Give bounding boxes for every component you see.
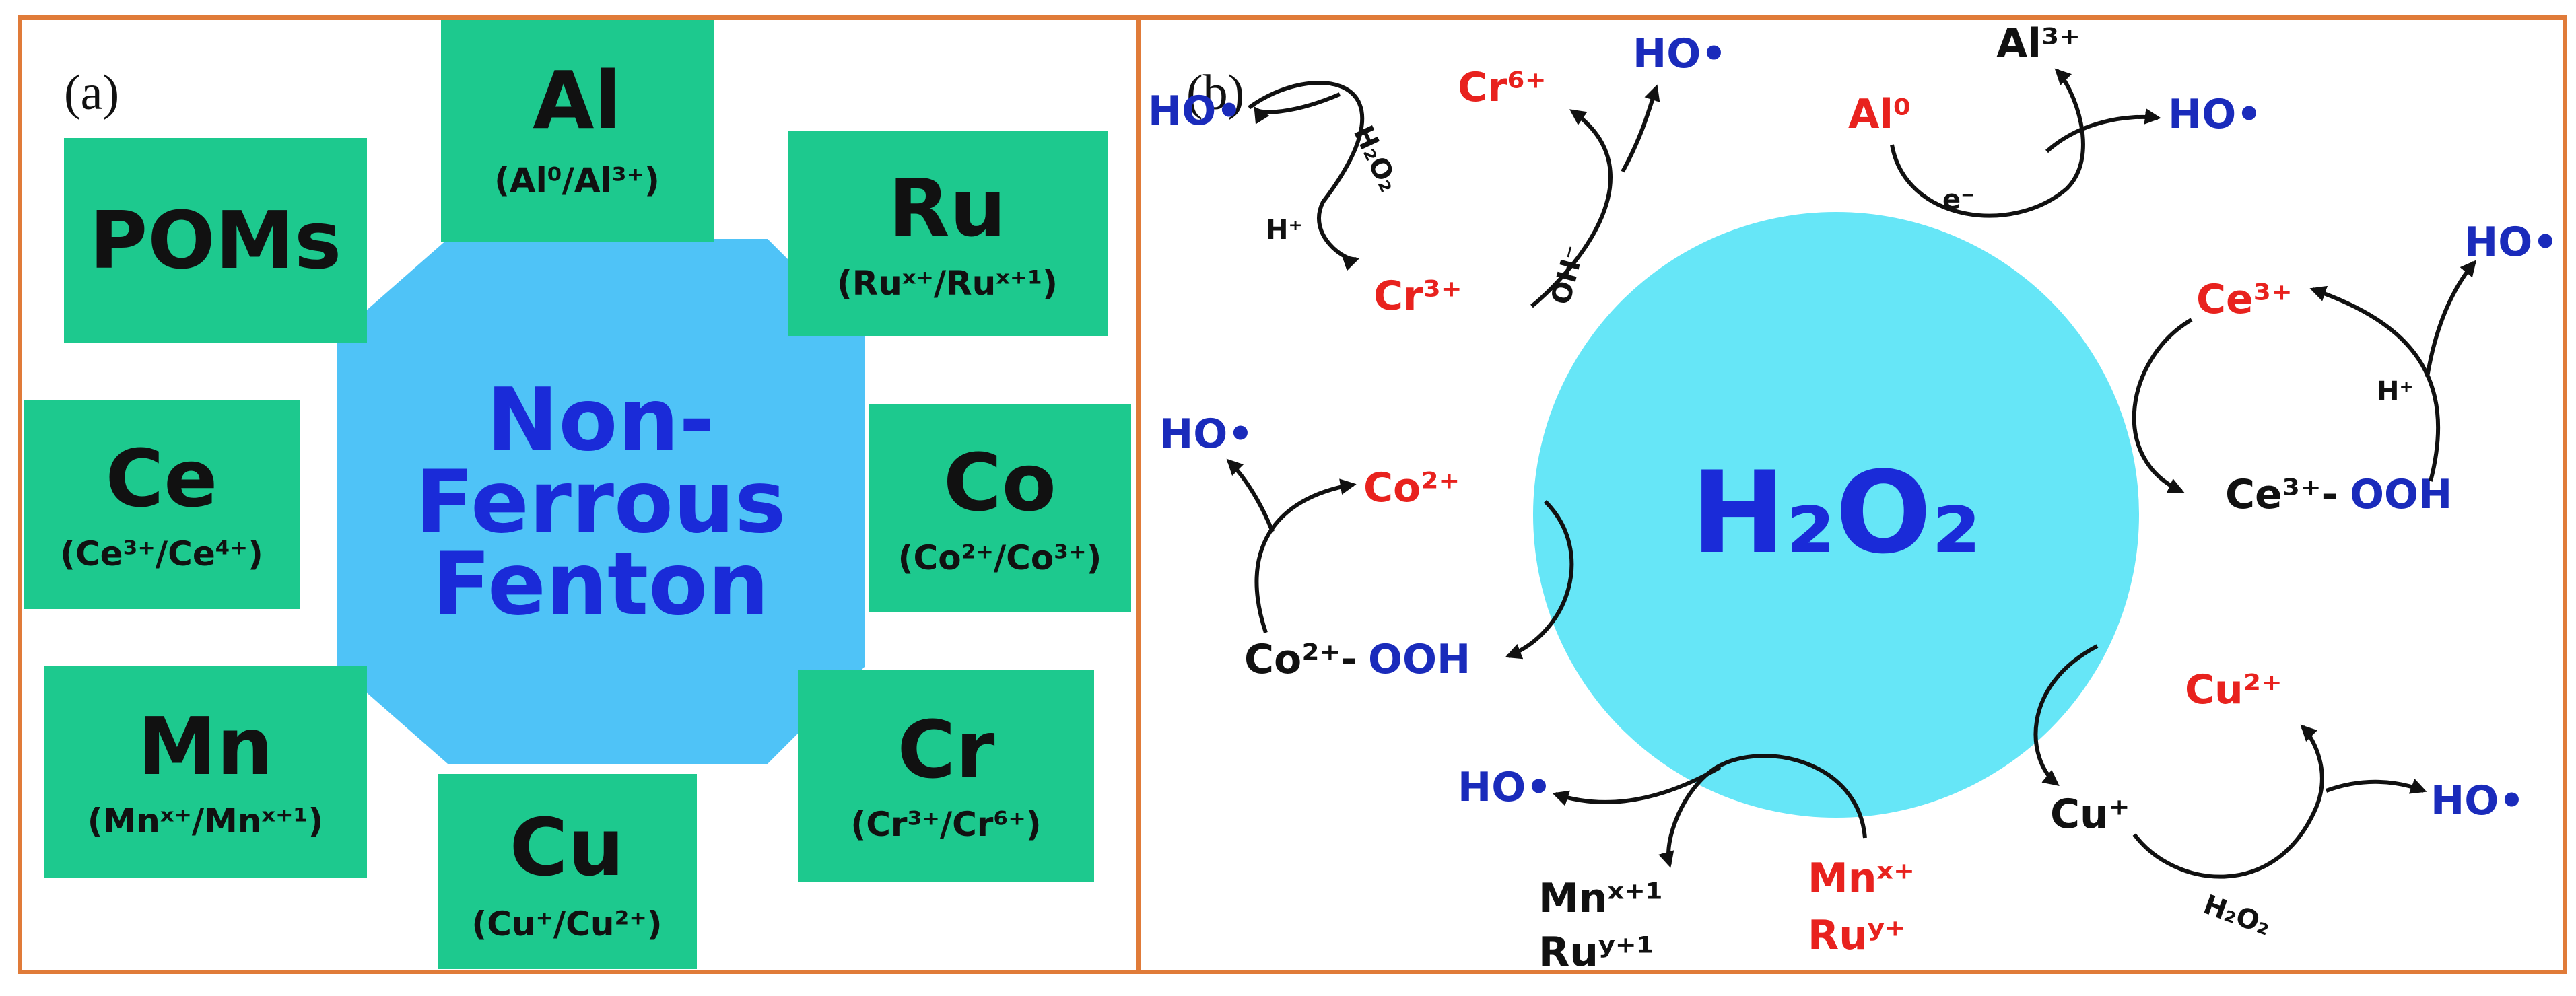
tile-cr-couple: (Cr³⁺/Cr⁶⁺) <box>850 805 1041 844</box>
panel-b-label: (b) <box>1186 65 1244 120</box>
ce-peroxo-arrow <box>2132 318 2193 493</box>
tile-ce: Ce (Ce³⁺/Ce⁴⁺) <box>24 400 300 609</box>
center-line-1: Non- <box>486 370 714 470</box>
mn-ho-label: HO• <box>1458 764 1552 811</box>
mn-oxidation-arrow <box>1658 754 1867 868</box>
co2-ooh-metal-label: Co²⁺- <box>1244 636 1357 683</box>
h2o2-circle <box>1533 212 2139 818</box>
copper-cycle: Cu²⁺ Cu⁺ HO• H₂O₂ <box>2033 644 2525 941</box>
al-ho-label: HO• <box>2168 91 2262 138</box>
cerium-cycle: Ce³⁺ Ce³⁺- OOH HO• H⁺ <box>2132 219 2558 518</box>
cu2-label: Cu²⁺ <box>2185 666 2282 713</box>
co-ho-label: HO• <box>1159 411 1254 458</box>
mnx-label: Mnˣ⁺ <box>1808 855 1915 902</box>
manganese-cycle: Mnˣ⁺ Ruʸ⁺ Mnˣ⁺¹ Ruʸ⁺¹ HO• <box>1458 754 1915 976</box>
tile-poms-name: POMs <box>90 194 341 287</box>
tile-mn-couple: (Mnˣ⁺/Mnˣ⁺¹) <box>88 802 324 841</box>
cr-reduction-arrow <box>1248 80 1365 271</box>
ruy-label: Ruʸ⁺ <box>1808 912 1906 959</box>
tile-al: Al (Al⁰/Al³⁺) <box>441 20 714 242</box>
al0-label: Al⁰ <box>1848 91 1911 138</box>
al-oxidation-arrow <box>1890 68 2085 218</box>
tile-ru-couple: (Ruˣ⁺/Ruˣ⁺¹) <box>837 264 1058 303</box>
tile-al-couple: (Al⁰/Al³⁺) <box>494 161 660 200</box>
cr-ho-in-label: HO• <box>1148 87 1242 135</box>
tile-ru-name: Ru <box>889 162 1007 254</box>
cr6-label: Cr⁶⁺ <box>1458 64 1547 111</box>
cr3-label: Cr³⁺ <box>1374 273 1462 320</box>
cr-h2o2-label: H₂O₂ <box>1347 121 1404 197</box>
chromium-cycle: Cr⁶⁺ Cr³⁺ HO• HO• H₂O₂ H⁺ OH⁻ <box>1148 30 1727 320</box>
al-ho-arrow <box>2045 108 2161 153</box>
tile-cr-name: Cr <box>897 703 995 796</box>
panel-a: (a) Non- Ferrous Fenton Al (Al⁰/Al³⁺) Ru… <box>18 15 1140 974</box>
cr-ho-out-label: HO• <box>1633 30 1727 77</box>
co-peroxo-arrow <box>1505 499 1574 660</box>
tile-cu-couple: (Cu⁺/Cu²⁺) <box>471 904 662 944</box>
cu-ho-label: HO• <box>2431 777 2525 824</box>
ce-ho-label: HO• <box>2464 219 2558 266</box>
center-line-3: Fenton <box>432 534 769 635</box>
aluminium-cycle: Al⁰ Al³⁺ HO• e⁻ <box>1848 20 2262 218</box>
cr-ho-in-arrow <box>1254 92 1341 124</box>
cu1-label: Cu⁺ <box>2050 791 2130 838</box>
tile-mn-name: Mn <box>137 700 273 793</box>
tile-cu: Cu (Cu⁺/Cu²⁺) <box>438 774 697 969</box>
co2-label: Co²⁺ <box>1363 464 1460 511</box>
tile-ru: Ru (Ruˣ⁺/Ruˣ⁺¹) <box>788 131 1108 336</box>
co-ho-arrow <box>1226 458 1275 533</box>
tile-ce-name: Ce <box>106 432 218 525</box>
co2-ooh-group-label: OOH <box>1368 636 1470 683</box>
cobalt-cycle: Co²⁺ Co²⁺- OOH HO• <box>1159 411 1574 683</box>
tile-cu-name: Cu <box>510 801 625 894</box>
tile-cr: Cr (Cr³⁺/Cr⁶⁺) <box>798 670 1094 882</box>
cr-oxidation-arrow <box>1530 109 1613 308</box>
cu-oxidation-arrow <box>2132 724 2324 879</box>
cr-h-plus-label: H⁺ <box>1266 215 1303 246</box>
ce-regeneration-arrow <box>2309 285 2441 482</box>
tile-al-name: Al <box>533 54 621 147</box>
mn-ho-arrow <box>1552 765 1722 806</box>
mnx1-label: Mnˣ⁺¹ <box>1538 875 1663 922</box>
ce-h-plus-label: H⁺ <box>2377 376 2414 407</box>
tile-co-name: Co <box>943 436 1056 529</box>
center-octagon <box>337 239 865 764</box>
tile-poms: POMs <box>64 138 367 343</box>
tile-co: Co (Co²⁺/Co³⁺) <box>869 404 1131 612</box>
cr-ho-out-arrow <box>1621 84 1660 173</box>
tile-mn: Mn (Mnˣ⁺/Mnˣ⁺¹) <box>44 666 367 878</box>
tile-co-couple: (Co²⁺/Co³⁺) <box>898 538 1102 577</box>
cu-reduction-arrow <box>2033 644 2099 786</box>
co-regeneration-arrow <box>1254 478 1357 633</box>
h2o2-center-label: H₂O₂ <box>1691 447 1981 579</box>
ce-ho-arrow <box>2425 260 2477 378</box>
ce3-label: Ce³⁺ <box>2196 276 2293 323</box>
panel-a-label: (a) <box>64 65 119 120</box>
panel-b: (b) H₂O₂ Cr⁶⁺ Cr³⁺ HO• HO• H₂O₂ H⁺ OH⁻ A… <box>1137 15 2567 976</box>
al3-label: Al³⁺ <box>1996 20 2080 67</box>
cu-ho-arrow <box>2325 779 2427 794</box>
cu-h2o2-label: H₂O₂ <box>2200 889 2275 941</box>
tile-ce-couple: (Ce³⁺/Ce⁴⁺) <box>60 534 263 573</box>
panel-b-border <box>1137 15 2567 974</box>
ruy1-label: Ruʸ⁺¹ <box>1538 929 1654 976</box>
center-line-2: Ferrous <box>415 452 786 553</box>
ce3-ooh-metal-label: Ce³⁺- <box>2225 471 2338 518</box>
ce3-ooh-group-label: OOH <box>2350 471 2452 518</box>
